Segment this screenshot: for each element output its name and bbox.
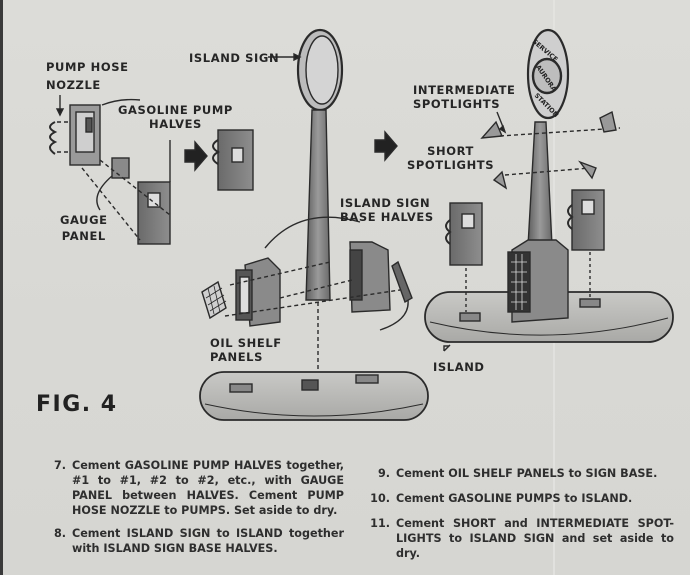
- island-sign-part: [296, 28, 344, 301]
- instructions-left-column: 7. Cement GASOLINE PUMP HALVES together,…: [38, 458, 344, 564]
- instruction-step: 7. Cement GASOLINE PUMP HALVES together,…: [38, 458, 344, 518]
- assembled-sign-pole: [507, 121, 569, 323]
- pump-right-assembled: [567, 189, 605, 300]
- label-line: BASE HALVES: [340, 210, 434, 224]
- step-number: 8.: [53, 527, 66, 540]
- label-island-sign-base-halves: ISLAND SIGN BASE HALVES: [340, 196, 434, 224]
- gauge-panel: [111, 157, 130, 179]
- step-number: 10.: [370, 492, 390, 505]
- instructions-right-column: 9. Cement OIL SHELF PANELS to SIGN BASE.…: [362, 466, 674, 569]
- label-line: INTERMEDIATE: [413, 83, 516, 97]
- page-edge: [0, 0, 3, 575]
- label-gauge-panel: GAUGE PANEL: [60, 213, 108, 243]
- step-text: Cement OIL SHELF PANELS to SIGN BASE.: [396, 467, 658, 480]
- label-line: PUMP HOSE: [46, 60, 129, 74]
- oil-shelf-panel-left: [201, 280, 227, 320]
- arrow-right-icon: [184, 140, 208, 172]
- label-line: HALVES: [149, 117, 202, 131]
- sign-base-half-left: [235, 257, 281, 327]
- label-island-sign: ISLAND SIGN: [189, 51, 280, 65]
- label-island: ISLAND: [433, 360, 485, 374]
- label-intermediate-spotlights: INTERMEDIATE SPOTLIGHTS: [413, 83, 516, 111]
- label-line: SPOTLIGHTS: [413, 97, 501, 111]
- label-pump-hose-nozzle: PUMP HOSE NOZZLE: [46, 60, 129, 92]
- label-line: PANELS: [210, 350, 263, 364]
- label-line: GASOLINE PUMP: [118, 103, 233, 117]
- island-part: [199, 371, 429, 421]
- label-line: SPOTLIGHTS: [407, 158, 495, 172]
- assembly-illustration: SERVICE AURORA STATION: [49, 28, 674, 421]
- label-line: ISLAND SIGN: [340, 196, 431, 210]
- arrow-right-icon: [374, 130, 398, 162]
- assembled-pump: [212, 129, 254, 191]
- label-line: OIL SHELF: [210, 336, 282, 350]
- instruction-step: 8. Cement ISLAND SIGN to ISLAND together…: [38, 526, 344, 556]
- pump-half-back: [69, 104, 101, 166]
- step-number: 9.: [377, 467, 390, 480]
- label-oil-shelf-panels: OIL SHELF PANELS: [210, 336, 282, 364]
- sign-base-half-right: [349, 241, 391, 313]
- label-short-spotlights: SHORT SPOTLIGHTS: [407, 144, 494, 172]
- label-line: GAUGE: [60, 213, 108, 227]
- step-text: Cement ISLAND SIGN to ISLAND together wi…: [72, 527, 344, 555]
- hose-nozzle: [49, 121, 58, 155]
- step-text: Cement GASOLINE PUMPS to ISLAND.: [396, 492, 633, 505]
- figure-title: FIG. 4: [36, 392, 118, 417]
- pump-half-front: [137, 181, 171, 245]
- oil-shelf-panel-right: [391, 260, 413, 304]
- step-number: 7.: [53, 459, 66, 472]
- instruction-step: 9. Cement OIL SHELF PANELS to SIGN BASE.: [362, 466, 674, 481]
- spotlights: [480, 110, 621, 190]
- step-text: Cement GASOLINE PUMP HALVES together, #1…: [72, 459, 344, 517]
- label-line: SHORT: [427, 144, 474, 158]
- instruction-step: 11. Cement SHORT and INTERMEDIATE SPOT-L…: [362, 516, 674, 561]
- step-number: 11.: [370, 517, 390, 530]
- step-text: Cement SHORT and INTERMEDIATE SPOT-LIGHT…: [396, 517, 674, 560]
- pump-left-assembled: [445, 202, 483, 312]
- aurora-sign: [526, 28, 570, 120]
- label-line: NOZZLE: [46, 78, 101, 92]
- label-gasoline-pump-halves: GASOLINE PUMP HALVES: [118, 103, 233, 131]
- label-line: PANEL: [61, 229, 106, 243]
- instruction-step: 10. Cement GASOLINE PUMPS to ISLAND.: [362, 491, 674, 506]
